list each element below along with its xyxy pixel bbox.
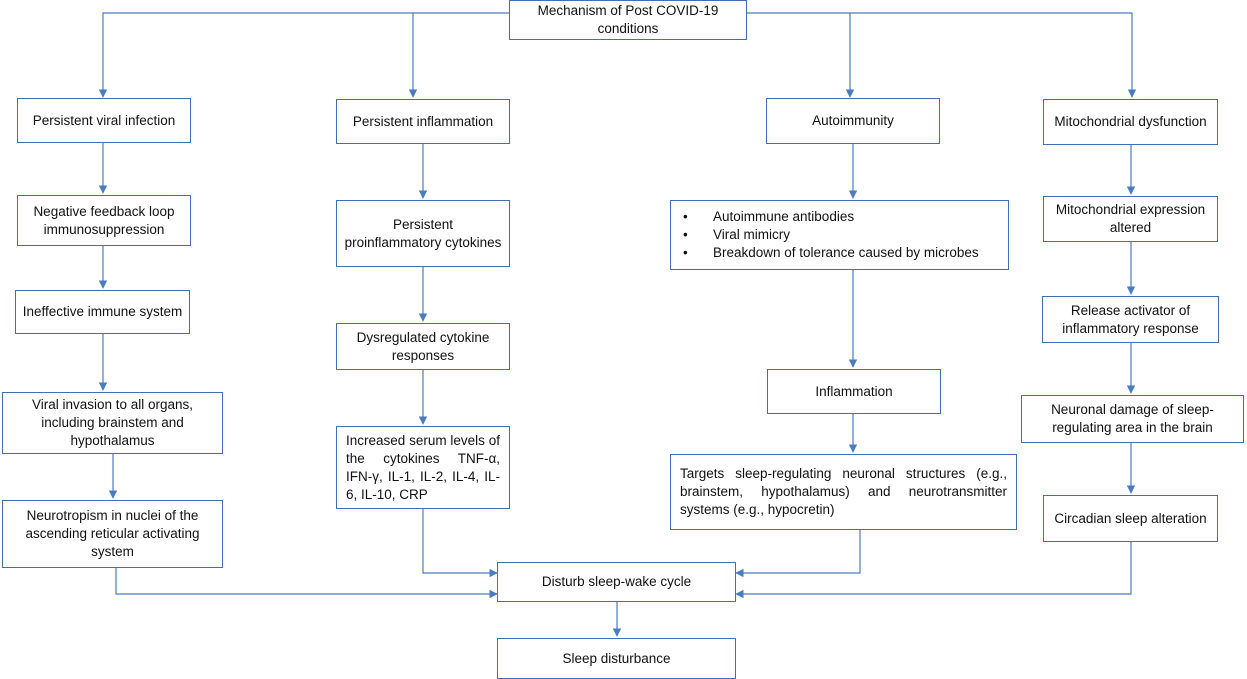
viral-step-label: Neurotropism in nuclei of the ascending … bbox=[25, 508, 200, 559]
root-label: Mechanism of Post COVID-19 conditions bbox=[537, 3, 719, 36]
autoimmunity-head-label: Autoimmunity bbox=[812, 113, 894, 128]
viral-to-converge-connector bbox=[115, 568, 498, 599]
inflammation-step-node: Persistent proinflammatory cytokines bbox=[336, 200, 510, 267]
inflammation-to-converge-connector bbox=[422, 509, 498, 578]
mitochondrial-to-converge-connector bbox=[735, 542, 1132, 599]
inflammation-head-node: Persistent inflammation bbox=[336, 99, 510, 144]
autoimmunity-step-label: Inflammation bbox=[815, 383, 893, 399]
mitochondrial-step-node: Release activator of inflammatory respon… bbox=[1042, 296, 1219, 343]
bullet-item: Breakdown of tolerance caused by microbe… bbox=[679, 244, 979, 262]
inflammation-step-node: Increased serum levels of the cytokines … bbox=[336, 426, 510, 509]
mitochondrial-step-label: Circadian sleep alteration bbox=[1054, 510, 1207, 526]
autoimmunity-bullet-list: Autoimmune antibodies Viral mimicry Brea… bbox=[679, 208, 979, 262]
outcome-label: Sleep disturbance bbox=[562, 650, 671, 666]
mitochondrial-step-node: Circadian sleep alteration bbox=[1043, 495, 1218, 542]
viral-step-label: Negative feedback loop immunosuppression bbox=[33, 203, 175, 237]
mitochondrial-head-node: Mitochondrial dysfunction bbox=[1043, 99, 1218, 145]
root-to-autoimmunity-connector bbox=[747, 12, 1137, 98]
root-to-viral-connector bbox=[98, 12, 509, 98]
autoimmunity-step-node: Inflammation bbox=[767, 369, 941, 414]
inflammation-step-label: Dysregulated cytokine responses bbox=[356, 329, 490, 363]
autoimmunity-step-node: Targets sleep-regulating neuronal struct… bbox=[670, 454, 1017, 530]
autoimmunity-to-converge-connector bbox=[735, 530, 861, 578]
viral-step-node: Ineffective immune system bbox=[15, 290, 190, 334]
viral-step-node: Viral invasion to all organs, including … bbox=[2, 392, 223, 454]
mitochondrial-head-label: Mitochondrial dysfunction bbox=[1054, 114, 1207, 129]
outcome-node: Sleep disturbance bbox=[497, 638, 736, 679]
viral-head-label: Persistent viral infection bbox=[32, 112, 176, 128]
converge-node: Disturb sleep-wake cycle bbox=[497, 562, 736, 602]
inflammation-step-node: Dysregulated cytokine responses bbox=[336, 323, 510, 370]
mitochondrial-step-node: Neuronal damage of sleep-regulating area… bbox=[1021, 395, 1244, 443]
viral-head-node: Persistent viral infection bbox=[17, 98, 191, 143]
converge-label: Disturb sleep-wake cycle bbox=[541, 574, 692, 589]
autoimmunity-mechanisms-node: Autoimmune antibodies Viral mimicry Brea… bbox=[670, 200, 1009, 270]
mitochondrial-step-label: Neuronal damage of sleep-regulating area… bbox=[1051, 402, 1214, 435]
viral-step-node: Negative feedback loop immunosuppression bbox=[17, 195, 191, 246]
inflammation-head-label: Persistent inflammation bbox=[352, 113, 494, 129]
viral-step-label: Viral invasion to all organs, including … bbox=[31, 397, 194, 448]
bullet-item: Viral mimicry bbox=[679, 226, 979, 244]
inflammation-step-label: Persistent proinflammatory cytokines bbox=[344, 216, 502, 250]
mitochondrial-step-label: Release activator of inflammatory respon… bbox=[1062, 302, 1199, 336]
autoimmunity-step-label: Targets sleep-regulating neuronal struct… bbox=[680, 466, 1007, 517]
autoimmunity-head-node: Autoimmunity bbox=[766, 98, 940, 144]
viral-step-node: Neurotropism in nuclei of the ascending … bbox=[2, 500, 223, 568]
mitochondrial-step-node: Mitochondrial expression altered bbox=[1043, 196, 1218, 242]
mitochondrial-step-label: Mitochondrial expression altered bbox=[1055, 202, 1206, 235]
inflammation-step-label: Increased serum levels of the cytokines … bbox=[346, 432, 500, 502]
bullet-item: Autoimmune antibodies bbox=[679, 208, 979, 226]
viral-step-label: Ineffective immune system bbox=[22, 304, 183, 319]
root-node: Mechanism of Post COVID-19 conditions bbox=[509, 0, 747, 40]
